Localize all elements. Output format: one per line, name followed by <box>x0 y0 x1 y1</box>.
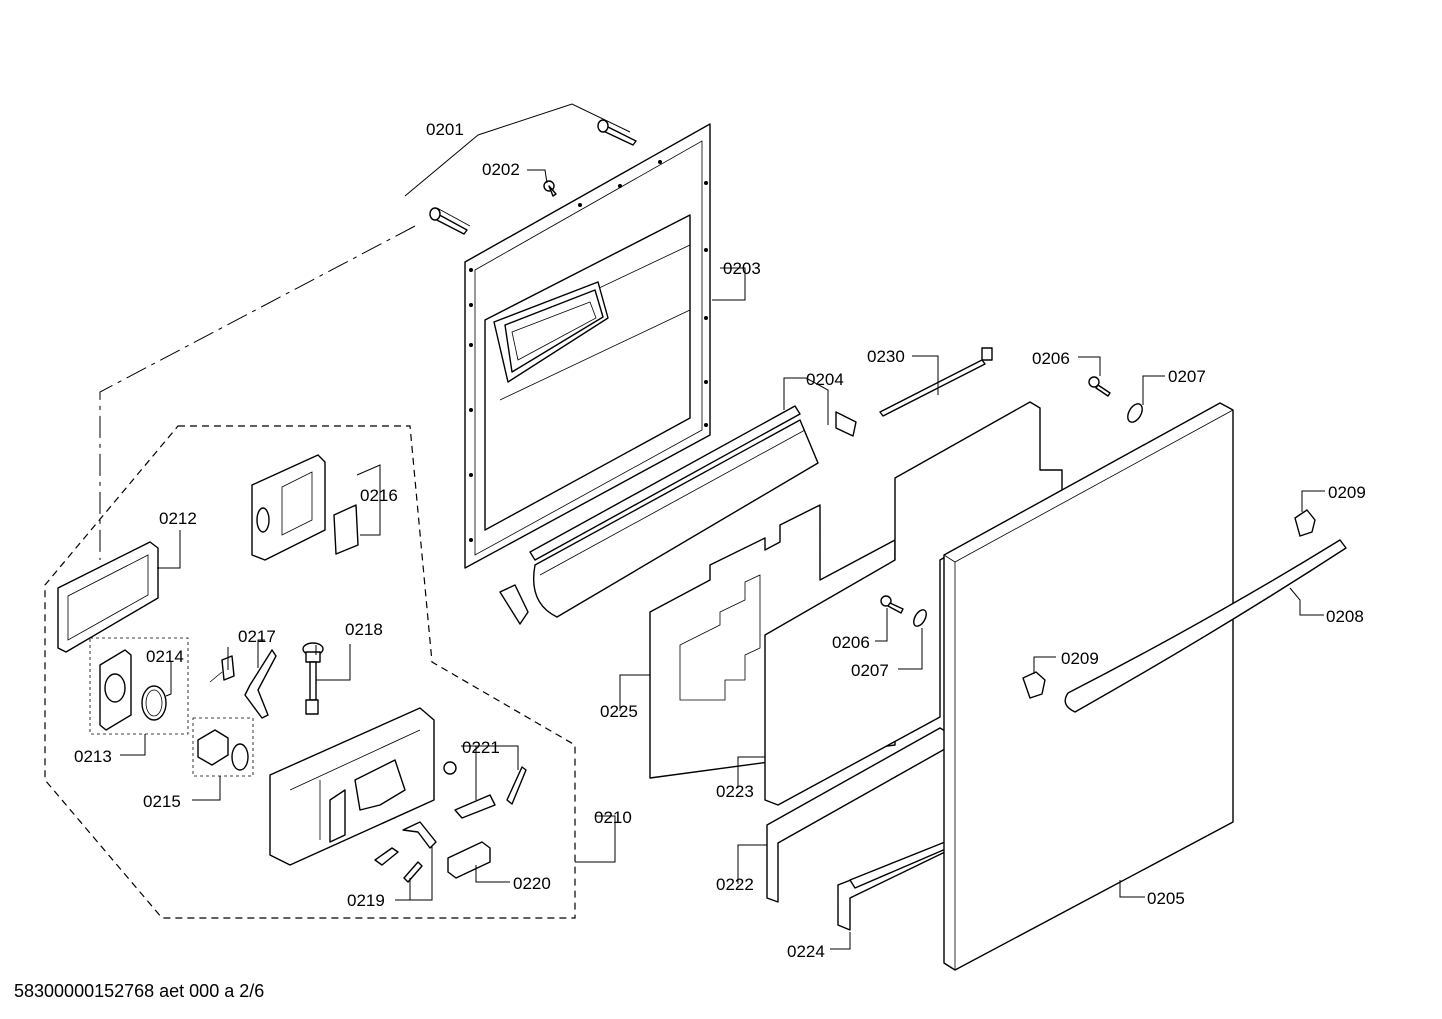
callout-0219: 0219 <box>347 891 385 910</box>
dispenser-body-0210 <box>269 707 435 866</box>
valve-0215 <box>197 729 249 771</box>
callout-0204: 0204 <box>806 370 844 389</box>
door-handle-0208 <box>1064 539 1347 713</box>
tie-rod <box>879 347 993 417</box>
screw-0206-lower <box>880 595 904 614</box>
panel-0223 <box>764 401 1063 806</box>
callout-0220: 0220 <box>513 874 551 893</box>
leader-dash-screws <box>436 207 471 227</box>
callout-0206-lower: 0206 <box>832 633 870 652</box>
callout-0214: 0214 <box>146 647 184 666</box>
spring-lever-0217 <box>209 649 277 719</box>
screw-0202 <box>543 180 557 197</box>
gasket-frame-0212 <box>57 541 159 653</box>
callout-0206-upper: 0206 <box>1032 349 1070 368</box>
callout-0207-upper: 0207 <box>1168 367 1206 386</box>
microswitch-0220 <box>447 841 491 879</box>
group-box-0215 <box>192 717 254 777</box>
callout-0205: 0205 <box>1147 889 1185 908</box>
screw-0201-lower <box>429 207 468 235</box>
inner-door-panel <box>464 123 711 569</box>
handle-cap-0209-upper <box>1294 509 1316 537</box>
document-code: 58300000152768 aet 000 a 2/6 <box>14 981 265 1001</box>
callout-0225: 0225 <box>600 702 638 721</box>
leader-lines <box>120 103 1325 950</box>
callout-0224: 0224 <box>787 942 825 961</box>
callout-0210: 0210 <box>594 808 632 827</box>
door-seal-strip <box>499 405 857 625</box>
callout-0217: 0217 <box>238 627 276 646</box>
callout-0212: 0212 <box>159 509 197 528</box>
cover-0213 <box>99 649 167 731</box>
washer-0207-lower <box>913 609 927 627</box>
handle-bar-0224 <box>837 841 949 931</box>
callout-0208: 0208 <box>1326 607 1364 626</box>
sensor-0218 <box>302 642 324 715</box>
callout-0230: 0230 <box>867 347 905 366</box>
group-box-0214 <box>89 637 189 735</box>
callout-0215: 0215 <box>143 792 181 811</box>
callout-0213: 0213 <box>74 747 112 766</box>
ball-and-spring-0221 <box>443 761 527 819</box>
callout-0216: 0216 <box>360 486 398 505</box>
callout-0207-lower: 0207 <box>851 661 889 680</box>
leader-dash-door-assembly <box>99 225 416 560</box>
panel-0222 <box>766 727 953 903</box>
dispenser-lid-0216 <box>251 454 359 561</box>
callout-0218: 0218 <box>345 620 383 639</box>
callout-0209-lower: 0209 <box>1061 649 1099 668</box>
callout-0221: 0221 <box>462 738 500 757</box>
callout-0203: 0203 <box>723 259 761 278</box>
callout-0222: 0222 <box>716 875 754 894</box>
lever-0219 <box>374 821 437 883</box>
screw-0206-upper <box>1088 376 1111 397</box>
callout-0209-upper: 0209 <box>1328 483 1366 502</box>
callout-0201: 0201 <box>426 120 464 139</box>
callout-0202: 0202 <box>482 160 520 179</box>
screw-0201-upper <box>597 119 637 146</box>
callout-0223: 0223 <box>716 782 754 801</box>
washer-0207-upper <box>1127 403 1143 423</box>
assembly-outline-0210 <box>44 425 576 919</box>
